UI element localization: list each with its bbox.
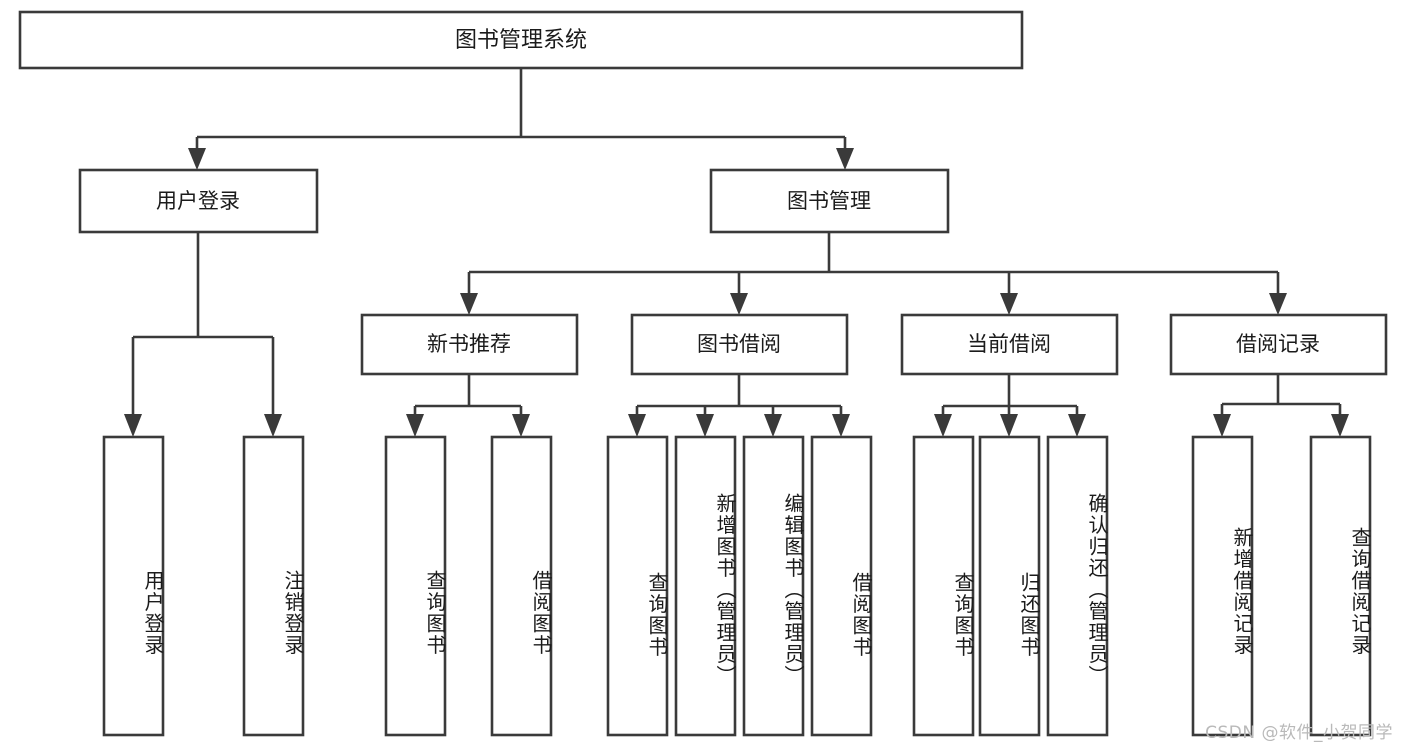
node-book-management[interactable]: 图书管理 [709,168,950,234]
leaf-box-user-login[interactable] [102,435,165,737]
node-borrow-record[interactable]: 借阅记录 [1169,313,1388,376]
node-current-borrow-label: 当前借阅 [967,332,1051,356]
node-root-label: 图书管理系统 [455,28,587,53]
leaf-box-query-book-2[interactable] [606,435,669,737]
csdn-watermark: CSDN @软件_小贺同学 [1205,723,1393,743]
leaf-box-borrow-book-2[interactable] [810,435,873,737]
leaf-box-query-borrow-record[interactable] [1309,435,1372,737]
leaf-box-confirm-return-admin[interactable] [1046,435,1109,737]
node-book-borrow[interactable]: 图书借阅 [630,313,849,376]
node-root[interactable]: 图书管理系统 [18,10,1024,70]
connector-newbook-to-leaves [406,374,530,437]
leaf-box-query-book-1[interactable] [384,435,447,737]
connector-bookborrow-to-leaves [628,374,850,437]
leaf-boxes [102,435,1372,737]
connector-userlogin-to-leaves [124,232,282,437]
node-book-borrow-label: 图书借阅 [697,332,781,356]
node-user-login-box[interactable] [78,168,319,234]
leaf-box-return-book[interactable] [978,435,1041,737]
leaf-box-add-borrow-record[interactable] [1191,435,1254,737]
leaf-box-borrow-book-1[interactable] [490,435,553,737]
node-book-borrow-box[interactable] [630,313,849,376]
node-new-book-recommend-label: 新书推荐 [427,332,511,356]
connector-root-to-level1 [188,68,854,170]
node-book-management-box[interactable] [709,168,950,234]
node-borrow-record-box[interactable] [1169,313,1388,376]
node-user-login[interactable]: 用户登录 [78,168,319,234]
node-user-login-label: 用户登录 [156,189,240,213]
leaf-box-query-book-3[interactable] [912,435,975,737]
connector-currentborrow-to-leaves [934,374,1086,437]
leaf-box-add-book-admin[interactable] [674,435,737,737]
node-new-book-recommend[interactable]: 新书推荐 [360,313,579,376]
connector-bookmgmt-to-level2 [460,232,1287,315]
node-root-box[interactable] [18,10,1024,70]
node-current-borrow-box[interactable] [900,313,1119,376]
leaf-box-logout[interactable] [242,435,305,737]
node-current-borrow[interactable]: 当前借阅 [900,313,1119,376]
node-borrow-record-label: 借阅记录 [1236,332,1320,356]
node-new-book-recommend-box[interactable] [360,313,579,376]
leaf-box-edit-book-admin[interactable] [742,435,805,737]
connector-borrowrecord-to-leaves [1213,374,1349,437]
node-book-management-label: 图书管理 [787,189,871,213]
